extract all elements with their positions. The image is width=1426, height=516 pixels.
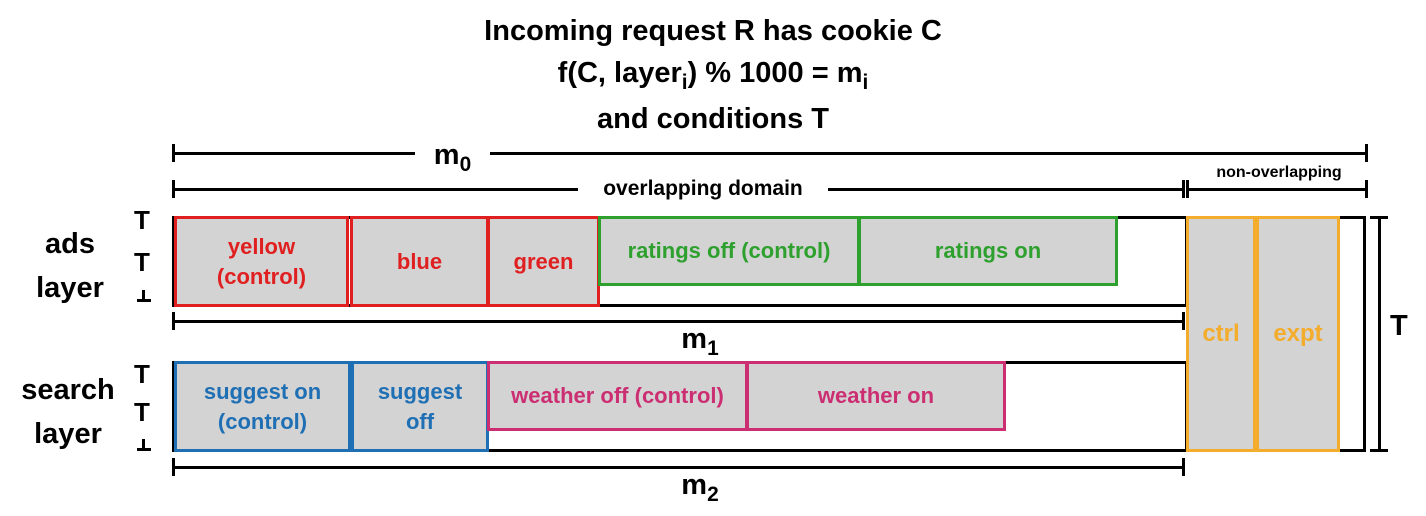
m1-span-left-tick	[172, 312, 175, 330]
title-line-2-subscript-2: i	[862, 70, 869, 94]
m0-span-line	[172, 152, 1368, 155]
ads-t-mark-2: T	[134, 247, 150, 277]
title-line-2: f(C, layeri) % 1000 = mi	[0, 56, 1426, 100]
search-t-base-stem	[142, 439, 145, 450]
overlapping-left-tick	[172, 180, 175, 198]
title-line-2-subscript: i	[681, 70, 688, 94]
ads-box-green: green	[487, 216, 600, 307]
search-t-mark-2: T	[134, 397, 150, 427]
m2-span-line	[172, 466, 1185, 469]
m1-label: m1	[681, 323, 719, 360]
right-t-label: T	[1390, 310, 1408, 342]
m2-label: m2	[681, 469, 719, 506]
m0-span-left-tick	[172, 144, 175, 162]
m1-span-right-tick	[1182, 312, 1185, 330]
ads-box-yellow-control: yellow (control)	[174, 216, 349, 307]
overlapping-right-tick	[1182, 180, 1185, 198]
title-line-2-rest: ) % 1000 = m	[687, 57, 863, 89]
expt-box: expt	[1256, 216, 1340, 452]
right-bracket-bottom	[1370, 449, 1388, 452]
title-line-2-main: f(C, layer	[557, 57, 682, 89]
non-overlapping-right-tick	[1365, 180, 1368, 198]
search-t-mark-1: T	[134, 359, 150, 389]
non-overlapping-left-tick	[1186, 180, 1189, 198]
non-overlapping-line	[1186, 188, 1368, 191]
title-line-1: Incoming request R has cookie C	[484, 15, 942, 47]
overlapping-domain-label: overlapping domain	[578, 176, 828, 202]
search-box-suggest-on-control: suggest on (control)	[174, 361, 351, 452]
search-box-weather-on: weather on	[746, 361, 1006, 431]
ctrl-box: ctrl	[1186, 216, 1256, 452]
m2-span-left-tick	[172, 458, 175, 476]
search-box-suggest-off: suggest off	[351, 361, 489, 452]
m0-span-right-tick	[1365, 144, 1368, 162]
ads-t-base-stem	[142, 290, 145, 301]
ads-t-mark-1: T	[134, 205, 150, 235]
m0-label: m0	[415, 138, 490, 178]
ads-box-ratings-off-control: ratings off (control)	[598, 216, 860, 286]
search-box-weather-off-control: weather off (control)	[487, 361, 748, 431]
ads-box-blue: blue	[350, 216, 489, 307]
m2-span-right-tick	[1182, 458, 1185, 476]
title-line-3: and conditions T	[597, 103, 829, 135]
right-bracket-stem	[1378, 216, 1381, 452]
non-overlapping-label: non-overlapping	[1216, 164, 1342, 181]
ads-box-ratings-on: ratings on	[858, 216, 1118, 286]
m1-span-line	[172, 320, 1185, 323]
